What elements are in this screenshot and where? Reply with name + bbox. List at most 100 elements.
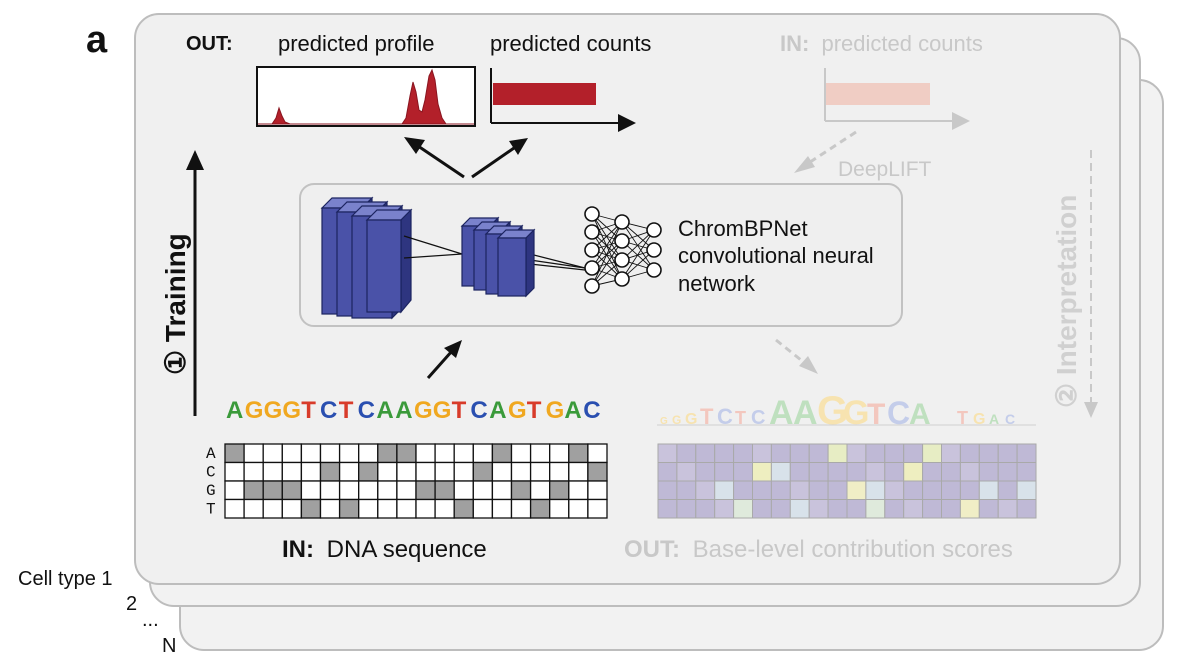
dense-network <box>584 206 662 294</box>
onehot-cell <box>262 443 283 464</box>
contribution-cell <box>827 443 848 463</box>
onehot-row-label: T <box>206 501 216 519</box>
contribution-letter: A <box>909 398 931 431</box>
contribution-cell <box>695 443 716 463</box>
sequence-letter: G <box>546 397 565 424</box>
contribution-cell <box>770 480 791 500</box>
contribution-cell <box>941 462 961 482</box>
onehot-cell <box>243 443 264 464</box>
contribution-letter: G <box>843 394 869 432</box>
onehot-cell <box>377 461 398 482</box>
onehot-cell <box>281 443 303 464</box>
contribution-cell <box>903 499 924 519</box>
onehot-cell <box>510 461 532 482</box>
onehot-cell <box>587 443 608 464</box>
contribution-cell <box>676 499 697 519</box>
contribution-letter: T <box>700 404 714 429</box>
in-bottom-label: DNA sequence <box>327 536 487 563</box>
profile-peaks <box>258 68 474 125</box>
contribution-cell <box>695 499 716 519</box>
onehot-cell <box>529 498 551 519</box>
contribution-cell <box>808 499 829 519</box>
onehot-cell <box>587 461 608 482</box>
onehot-cell <box>396 443 417 464</box>
onehot-cell <box>587 498 608 519</box>
interpretation-arrowhead <box>1084 402 1098 418</box>
onehot-row-label: C <box>206 464 216 482</box>
deeplift-label: DeepLIFT <box>838 158 932 181</box>
contribution-cell <box>770 499 791 519</box>
onehot-cell <box>472 443 494 464</box>
neuron-node <box>584 224 600 240</box>
contribution-cell <box>978 462 999 482</box>
onehot-cell <box>529 461 551 482</box>
onehot-cell <box>453 443 474 464</box>
contribution-cell <box>695 462 716 482</box>
contribution-letter: A <box>769 394 794 432</box>
onehot-cell <box>529 480 551 501</box>
dense-edge <box>591 221 623 269</box>
in-top-label: predicted counts <box>821 31 982 56</box>
onehot-cell <box>453 498 474 519</box>
neuron-node <box>646 262 662 278</box>
contribution-letter: G <box>973 411 985 428</box>
contribution-letter: G <box>672 413 681 427</box>
contribution-cell <box>714 499 735 519</box>
onehot-cell <box>396 480 417 501</box>
onehot-cell <box>510 480 532 501</box>
contribution-cell <box>865 499 886 519</box>
sequence-letter: C <box>470 397 487 424</box>
contribution-cell <box>827 499 848 519</box>
neuron-node <box>584 260 600 276</box>
contribution-cell <box>903 443 924 463</box>
model-line3: network <box>678 271 756 296</box>
contribution-cell <box>903 480 924 500</box>
neuron-node <box>584 206 600 222</box>
training-arrowhead <box>186 150 204 170</box>
cell-type-1: Cell type 1 <box>18 568 113 590</box>
interpretation-label: ② Interpretation <box>1051 195 1082 408</box>
onehot-cell <box>281 480 303 501</box>
onehot-cell <box>434 498 455 519</box>
neuron-node <box>646 242 662 258</box>
neuron-node <box>614 233 630 249</box>
onehot-cell <box>224 480 245 501</box>
contribution-cell <box>959 462 980 482</box>
contribution-cell <box>846 443 867 463</box>
contribution-letter: T <box>867 398 885 431</box>
onehot-cell <box>377 498 398 519</box>
sequence-letter: G <box>433 397 452 424</box>
contribution-letter: A <box>793 394 818 432</box>
onehot-cell <box>319 480 341 501</box>
contribution-cell <box>959 499 980 519</box>
onehot-cell <box>472 480 494 501</box>
out-bottom-prefix: OUT: <box>624 536 680 563</box>
contribution-cell <box>752 443 772 463</box>
profile-plot-frame <box>256 66 476 127</box>
onehot-cell <box>453 480 474 501</box>
contribution-letter: G <box>817 389 848 433</box>
contribution-cell <box>997 462 1018 482</box>
contribution-cell <box>714 462 735 482</box>
onehot-cell <box>377 480 398 501</box>
dense-edge <box>621 229 655 280</box>
onehot-cell <box>568 443 589 464</box>
dense-edge <box>621 221 655 271</box>
cnn-layers-large <box>320 196 413 320</box>
onehot-cell <box>549 461 570 482</box>
in-counts-x-arrowhead <box>952 112 970 130</box>
onehot-cell <box>300 443 322 464</box>
onehot-cell <box>377 443 398 464</box>
onehot-cell <box>358 461 379 482</box>
sequence-letter: G <box>245 397 264 424</box>
dense-edge <box>591 231 623 280</box>
counts-x-arrowhead <box>618 114 636 132</box>
contribution-cell <box>789 462 810 482</box>
contribution-cell <box>1016 462 1037 482</box>
onehot-cell <box>224 461 245 482</box>
onehot-cell <box>338 498 360 519</box>
contribution-letter: C <box>1005 411 1015 427</box>
sequence-letter: A <box>489 397 506 424</box>
contribution-cell <box>884 462 905 482</box>
sequence-letter: G <box>282 397 301 424</box>
